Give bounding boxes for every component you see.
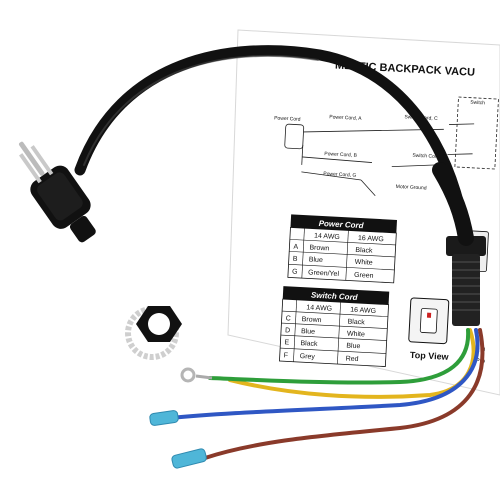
plug-ground-pin xyxy=(18,141,45,176)
power-row-g-14: Green/Yel xyxy=(308,269,340,278)
power-plug xyxy=(18,141,96,243)
power-cord-diagram-label: Power Cord xyxy=(274,115,301,122)
switch-row-e-16: Blue xyxy=(346,342,360,350)
switch-table-header-16: 16 AWG xyxy=(350,307,376,315)
power-row-b-14: Blue xyxy=(309,256,323,264)
power-row-a-16: Black xyxy=(355,247,373,255)
power-row-a-14: Brown xyxy=(309,244,329,252)
power-row-b-16: White xyxy=(355,259,373,267)
power-cord xyxy=(74,45,474,246)
wiring-diagram xyxy=(284,96,499,197)
hex-nut xyxy=(136,306,182,342)
switch-row-c-key: C xyxy=(285,315,290,322)
switch-row-d-16: White xyxy=(347,331,365,339)
switch-table-title: Switch Cord xyxy=(311,291,359,302)
motor-ground-label: Motor Ground xyxy=(396,184,427,192)
plug-prong-left xyxy=(19,153,42,184)
ring-terminal xyxy=(180,367,213,383)
switch-cord-d-label: Switch Cord, D xyxy=(412,153,446,161)
yellow-wire xyxy=(228,328,476,399)
power-table-header-14: 14 AWG xyxy=(314,233,340,241)
green-wire xyxy=(208,328,471,385)
switch-row-f-key: F xyxy=(284,352,289,359)
brown-wire xyxy=(203,328,485,460)
switch-row-d-key: D xyxy=(285,327,290,334)
power-table-title: Power Cord xyxy=(318,219,364,230)
switch-label: Switch xyxy=(470,100,485,107)
switch-cord-table: Switch Cord 14 AWG 16 AWG C Brown Black … xyxy=(279,286,390,367)
blue-wire xyxy=(168,328,480,420)
wire-b-label: Power Cord, B xyxy=(324,151,357,159)
wire-g-label: Power Cord, G xyxy=(323,171,356,179)
plug-prong-right xyxy=(30,145,54,176)
power-row-a-key: A xyxy=(293,244,298,251)
wire-a-label: Power Cord, A xyxy=(329,114,362,122)
switch-table-header-14: 14 AWG xyxy=(306,304,332,312)
cord-fitting xyxy=(446,236,486,326)
switch-row-f-16: Red xyxy=(345,355,358,363)
switch-row-e-key: E xyxy=(284,339,289,346)
wire-leads xyxy=(168,328,485,460)
power-table-header-16: 16 AWG xyxy=(358,235,384,243)
power-row-g-16: Green xyxy=(354,272,374,280)
instruction-sheet: MESTIC BACKPACK VACU Power Cord Power Co… xyxy=(227,29,500,396)
switch-row-d-14: Blue xyxy=(301,328,315,336)
power-row-g-key: G xyxy=(292,269,298,276)
power-cord-table: Power Cord 14 AWG 16 AWG A Brown Black B… xyxy=(287,214,398,284)
switch-row-e-14: Black xyxy=(300,340,318,348)
side-fragment-1: ut U xyxy=(474,347,485,354)
spade-terminal-blue xyxy=(149,410,179,426)
top-view-label: Top View xyxy=(410,350,450,362)
spade-terminal-brown xyxy=(171,448,207,469)
switch-row-c-16: Black xyxy=(347,319,365,327)
switch-row-c-14: Brown xyxy=(301,316,321,324)
power-row-b-key: B xyxy=(293,256,298,263)
switch-row-f-14: Grey xyxy=(300,353,316,361)
